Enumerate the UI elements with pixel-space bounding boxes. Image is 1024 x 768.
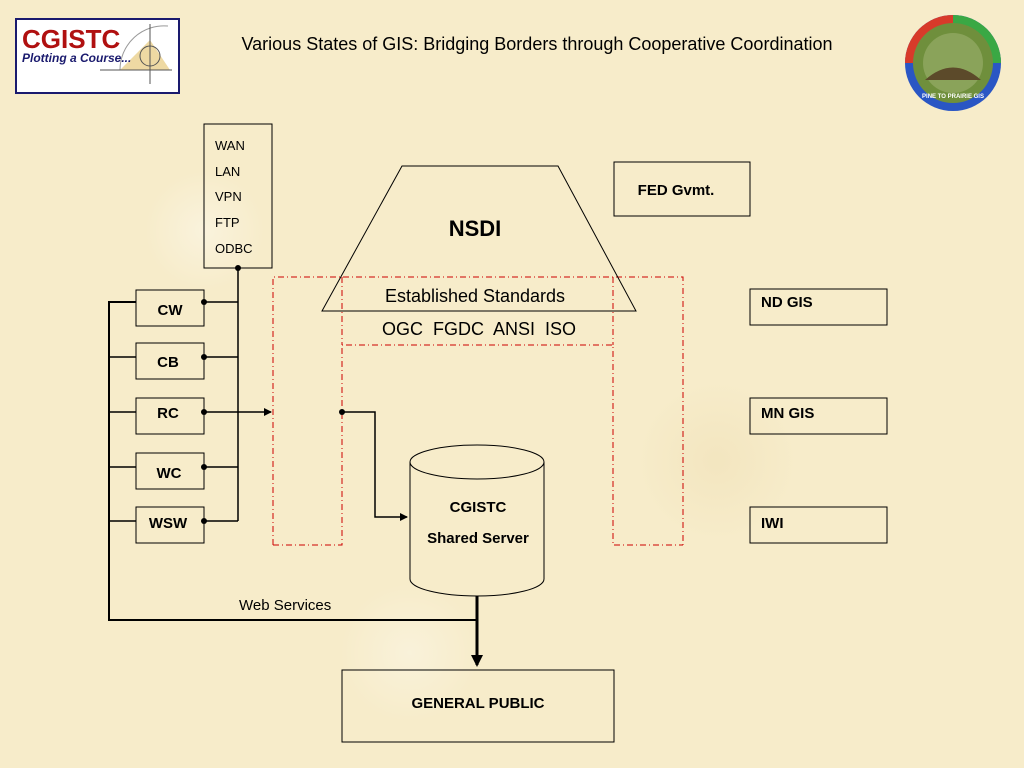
slide-title: Various States of GIS: Bridging Borders … [242, 34, 833, 54]
partner-label-iwi: IWI [761, 515, 784, 532]
fed-label: FED Gvmt. [638, 182, 715, 199]
logo-left-subtext: Plotting a Course... [22, 51, 131, 65]
region-junction-cw [201, 299, 207, 305]
region-junction-wsw [201, 518, 207, 524]
standards-list: OGC FGDC ANSI ISO [382, 319, 576, 339]
network-item-odbc: ODBC [215, 241, 253, 256]
region-box-rc [135, 397, 205, 435]
region-label-wsw: WSW [149, 515, 188, 532]
partner-box-nd-gis [749, 288, 888, 326]
server-label-line1: CGISTC [450, 499, 507, 516]
standards-inner-outline [273, 344, 683, 546]
region-label-wc: WC [157, 465, 182, 482]
network-bus [204, 268, 239, 522]
network-bus-junction [235, 265, 241, 271]
network-item-vpn: VPN [215, 189, 242, 204]
server-label-line2: Shared Server [427, 530, 529, 547]
region-box-wc [135, 452, 205, 490]
network-item-ftp: FTP [215, 215, 240, 230]
partner-box-iwi [749, 506, 888, 544]
nsdi-trapezoid [321, 165, 637, 312]
network-box: WAN LAN VPN FTP ODBC [203, 123, 273, 269]
standards-outer-outline [272, 276, 684, 545]
region-label-cb: CB [157, 354, 179, 371]
partner-label-mn-gis: MN GIS [761, 405, 814, 422]
partner-box-mn-gis [749, 397, 888, 435]
standards-label: Established Standards [385, 286, 565, 306]
region-box-cw [135, 289, 205, 327]
shared-server-cylinder [409, 444, 545, 597]
logo-right-text: PINE TO PRAIRIE GIS [922, 94, 984, 100]
region-box-cb [135, 342, 205, 380]
cgistc-logo: CGISTC Plotting a Course... [15, 18, 180, 94]
network-item-wan: WAN [215, 138, 245, 153]
standards-to-server-arrow [342, 411, 408, 521]
logo-left-text: CGISTC [22, 24, 120, 54]
standards-region [272, 276, 684, 546]
region-junction-cb [201, 354, 207, 360]
region-label-rc: RC [157, 405, 179, 422]
general-public-box [341, 669, 615, 743]
pine-to-prairie-logo: PINE TO PRAIRIE GIS [905, 15, 1001, 111]
web-services-line [108, 301, 477, 621]
region-box-wsw [135, 506, 205, 544]
general-public-label: GENERAL PUBLIC [411, 695, 544, 712]
fed-box [613, 161, 751, 217]
partner-label-nd-gis: ND GIS [761, 294, 813, 311]
region-junction-wc [201, 464, 207, 470]
network-item-lan: LAN [215, 164, 240, 179]
nsdi-title: NSDI [449, 216, 502, 241]
web-services-label: Web Services [239, 597, 331, 614]
region-label-cw: CW [158, 302, 184, 319]
